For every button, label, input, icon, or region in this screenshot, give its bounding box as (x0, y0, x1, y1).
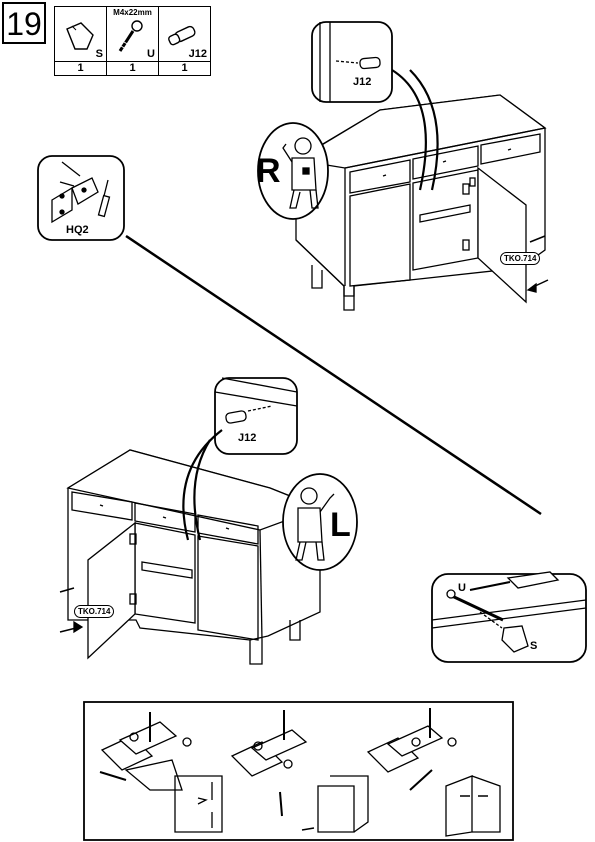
diagonal-divider (125, 234, 542, 516)
hinge-tool-label: HQ2 (66, 224, 89, 236)
left-hand-bubble (282, 473, 358, 571)
part-qty: 1 (158, 61, 211, 76)
top-door-tag: TKO.714 (500, 252, 541, 265)
screw-detail-u-label: U (458, 582, 466, 594)
part-code: J12 (188, 48, 207, 60)
part-cell-j12: J12 (158, 6, 211, 62)
part-qty: 1 (54, 61, 107, 76)
hinge-adjust-panel (83, 701, 514, 841)
part-code: U (147, 48, 155, 60)
part-spec: M4x22mm (113, 8, 152, 17)
bottom-door-tag: TKO.714 (74, 605, 115, 618)
dowel-pin-icon (168, 25, 196, 46)
part-cell-u: M4x22mm U (106, 6, 159, 62)
cam-lock-icon (66, 22, 94, 50)
middle-zoom-bubble (182, 377, 298, 541)
right-hand-bubble (257, 122, 329, 220)
screw-icon (118, 20, 143, 52)
step-number: 19 (2, 2, 46, 44)
hinge-bubble (37, 155, 125, 241)
middle-zoom-label: J12 (238, 432, 257, 444)
part-code: S (95, 48, 103, 60)
screw-detail-s-label: S (530, 640, 538, 652)
parts-table: S M4x22mm U J12 1 1 1 (54, 6, 211, 76)
top-zoom-bubble (311, 21, 439, 191)
top-cabinet (294, 94, 549, 311)
left-hand-letter: L (330, 506, 351, 544)
right-hand-letter: R (256, 152, 281, 190)
screw-detail-bubble (431, 571, 587, 663)
bottom-cabinet (59, 449, 322, 665)
top-zoom-label: J12 (353, 76, 372, 88)
